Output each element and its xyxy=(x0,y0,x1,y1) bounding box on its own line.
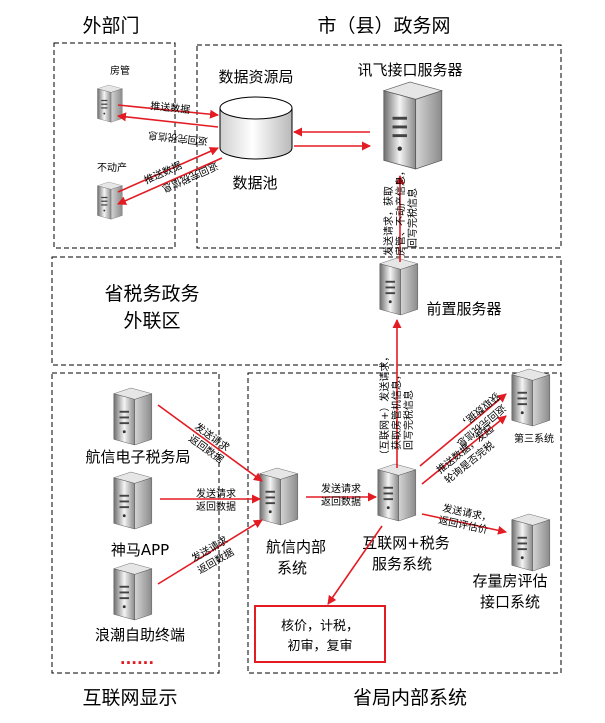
region-title-external: 外部门 xyxy=(82,15,139,37)
region-title-extranet-2: 外联区 xyxy=(123,310,180,332)
server-icon-real-estate xyxy=(97,181,123,220)
arrow-tax-to-tasks xyxy=(327,525,383,605)
server-icon-iflytek xyxy=(383,81,443,170)
tasks-box xyxy=(254,605,386,663)
arrow-pool-to-housing xyxy=(117,112,219,128)
tasks-line-2: 初审，复审 xyxy=(287,639,352,654)
edge-push-data-housing: 推送数据 xyxy=(150,99,191,116)
server-icon-hangxin-etax xyxy=(113,387,153,446)
server-icon-internet-tax xyxy=(377,463,417,522)
city-gov-net-box xyxy=(196,44,562,249)
label-hangxin-internal-2: 系统 xyxy=(277,559,307,577)
region-title-internet: 互联网显示 xyxy=(82,687,177,709)
label-langchao: 浪潮自助终端 xyxy=(95,626,185,644)
label-internet-tax-1: 互联网+税务 xyxy=(362,534,450,552)
province-extranet-box xyxy=(51,256,562,366)
region-boxes xyxy=(51,42,562,674)
server-icon-langchao xyxy=(113,562,153,621)
label-appraisal-2: 接口系统 xyxy=(480,593,540,611)
external-dept-box xyxy=(53,42,176,249)
arrow-tax-to-third xyxy=(419,393,507,467)
region-title-internal: 省局内部系统 xyxy=(353,687,467,709)
database-icon xyxy=(219,96,293,160)
edge-hx-l2: 返回数据 xyxy=(321,495,361,508)
label-third-party: 第三系统 xyxy=(514,432,554,445)
server-icon-appraisal xyxy=(511,513,551,572)
tasks-line-1: 核价，计税， xyxy=(281,619,359,634)
label-housing: 房管 xyxy=(110,64,130,77)
internet-display-box xyxy=(51,372,220,674)
label-hangxin-internal-1: 航信内部 xyxy=(266,538,326,556)
server-icon-third-party xyxy=(511,368,551,427)
edge-iflytek-l1: 发送请求，获取 xyxy=(382,186,395,256)
arrow-etax-to-hangxin xyxy=(157,404,263,482)
label-real-estate: 不动产 xyxy=(97,161,127,174)
arrow-housing-to-pool xyxy=(117,104,219,119)
edge-app-l1: 发送请求 xyxy=(196,487,236,500)
arrow-tax-to-third-poll xyxy=(421,415,507,485)
server-icon-hangxin-internal xyxy=(259,467,299,526)
edge-front-l3: 回写完税信息 xyxy=(402,390,415,450)
label-hangxin-etax: 航信电子税务局 xyxy=(85,448,190,466)
region-title-extranet-1: 省税务政务 xyxy=(104,283,199,305)
edge-hx-l1: 发送请求 xyxy=(321,482,361,495)
connector-arrows xyxy=(117,104,507,605)
arrow-pool-to-realestate xyxy=(117,157,223,205)
arrow-terminal-to-hangxin xyxy=(157,519,263,585)
edge-front-l1: （互联网+）发送请求， xyxy=(378,352,391,460)
edge-iflytek-l3: 回写完税信息 xyxy=(406,188,419,248)
label-appraisal-1: 存量房评估 xyxy=(472,572,547,590)
region-title-city: 市（县）政务网 xyxy=(317,15,450,37)
label-iflytek: 讯飞接口服务器 xyxy=(357,61,462,79)
arrow-realestate-to-pool xyxy=(117,147,219,193)
edge-return-housing: 返回完税信息 xyxy=(147,129,208,148)
label-more: ...... xyxy=(120,650,154,668)
edge-iflytek-l2: 房管、不动产信息， xyxy=(394,166,407,256)
server-icon-shenma xyxy=(113,471,153,530)
label-front-server: 前置服务器 xyxy=(426,300,501,318)
server-icon-front xyxy=(379,257,419,316)
label-data-bureau: 数据资源局 xyxy=(218,68,293,86)
label-data-pool: 数据池 xyxy=(232,174,277,192)
province-internal-box xyxy=(247,372,562,674)
arrow-tax-to-appraisal xyxy=(421,513,507,535)
edge-app-l2: 返回数据 xyxy=(196,500,236,513)
label-internet-tax-2: 服务系统 xyxy=(372,555,432,573)
label-shenma: 神马APP xyxy=(111,541,169,559)
edge-front-l2: 获取房管机信息， xyxy=(390,370,403,450)
